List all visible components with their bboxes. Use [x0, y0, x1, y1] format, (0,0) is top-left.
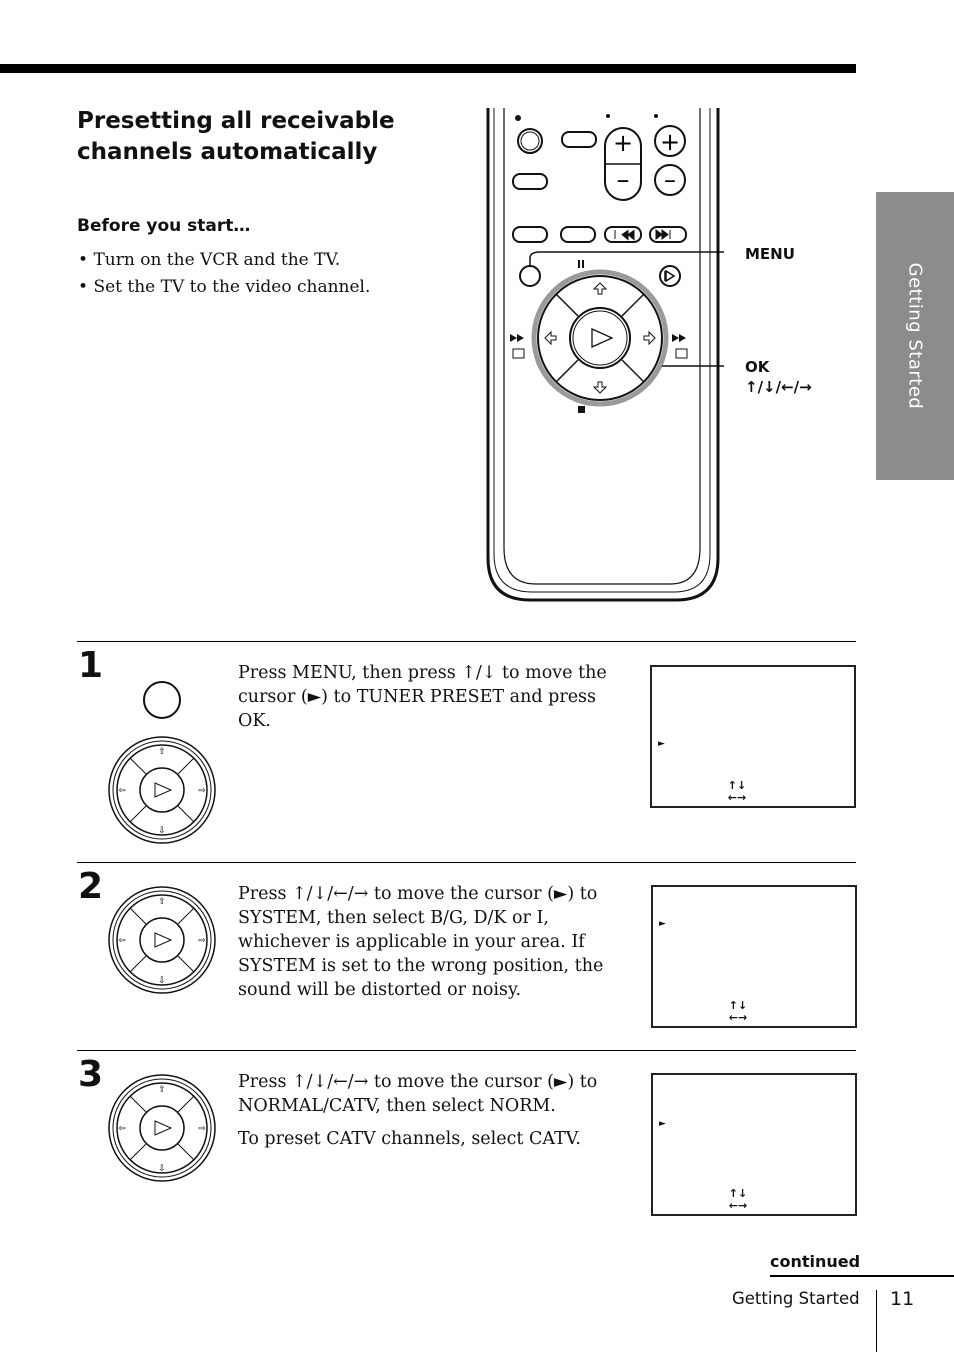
menu-cursor: ► — [659, 1119, 666, 1129]
step-number: 3 — [78, 1054, 104, 1095]
continued-label: continued — [770, 1252, 861, 1271]
step-number: 1 — [78, 645, 104, 686]
ok-callout: OK ↑/↓/←/→ — [745, 357, 812, 397]
step-instruction-text: Press MENU, then press ↑/↓ to move the c… — [238, 663, 607, 731]
svg-text:⇩: ⇩ — [158, 976, 166, 986]
svg-text:⇨: ⇨ — [198, 1124, 206, 1134]
continued-rule — [770, 1275, 954, 1277]
step-divider — [77, 862, 856, 863]
ok-callout-label: OK — [745, 358, 770, 376]
menu-button-illustration — [143, 681, 181, 719]
svg-text:⇦: ⇦ — [118, 1124, 126, 1134]
updown-arrows: ↑↓ — [728, 1187, 748, 1200]
svg-text:⇧: ⇧ — [158, 897, 166, 907]
step-instruction-text: Press ↑/↓/←/→ to move the cursor (►) to … — [238, 1072, 598, 1116]
joystick-illustration: ⇧ ⇩ ⇦ ⇨ — [108, 736, 216, 844]
footer-separator — [876, 1290, 877, 1352]
footer-section-name: Getting Started — [732, 1289, 860, 1308]
step-number: 2 — [78, 866, 104, 907]
step-instruction: Press ↑/↓/←/→ to move the cursor (►) to … — [238, 882, 630, 1011]
svg-text:+: + — [660, 128, 680, 156]
svg-text:–: – — [617, 165, 630, 195]
step-instruction: Press ↑/↓/←/→ to move the cursor (►) to … — [238, 1070, 630, 1160]
remote-control-illustration: + – + – — [486, 108, 724, 602]
navigation-hint: ↑↓ ←→ — [725, 1000, 751, 1024]
menu-cursor: ► — [658, 739, 665, 749]
step-instruction: Press MENU, then press ↑/↓ to move the c… — [238, 661, 630, 742]
ok-callout-arrows: ↑/↓/←/→ — [745, 378, 812, 396]
svg-text:⇧: ⇧ — [158, 747, 166, 757]
leftright-arrows: ←→ — [728, 1011, 748, 1024]
joystick-illustration: ⇧ ⇩ ⇦ ⇨ — [108, 1074, 216, 1182]
svg-text:⇧: ⇧ — [158, 1085, 166, 1095]
updown-arrows: ↑↓ — [727, 779, 747, 792]
svg-text:⇩: ⇩ — [158, 826, 166, 836]
svg-text:–: – — [664, 166, 676, 194]
section-tab: Getting Started — [876, 192, 954, 480]
page-title: Presetting all receivable channels autom… — [77, 108, 395, 165]
section-tab-label: Getting Started — [904, 262, 926, 410]
step-divider — [77, 1050, 856, 1051]
before-you-start-heading: Before you start… — [77, 216, 251, 236]
joystick-illustration: ⇧ ⇩ ⇦ ⇨ — [108, 886, 216, 994]
svg-text:⇩: ⇩ — [158, 1164, 166, 1174]
page-number: 11 — [890, 1288, 915, 1310]
tv-menu-screen: ► ↑↓ ←→ — [651, 885, 857, 1028]
list-item: Set the TV to the video channel. — [78, 274, 370, 301]
leftright-arrows: ←→ — [728, 1199, 748, 1212]
svg-text:⇨: ⇨ — [198, 786, 206, 796]
list-item: Turn on the VCR and the TV. — [78, 247, 370, 274]
svg-text:⇨: ⇨ — [198, 936, 206, 946]
navigation-hint: ↑↓ ←→ — [725, 1188, 751, 1212]
before-you-start-list: Turn on the VCR and the TV. Set the TV t… — [78, 247, 370, 301]
tv-menu-screen: ► ↑↓ ←→ — [651, 1073, 857, 1216]
navigation-hint: ↑↓ ←→ — [724, 780, 750, 804]
menu-callout: MENU — [745, 245, 795, 263]
svg-text:⇦: ⇦ — [118, 936, 126, 946]
svg-text:⇦: ⇦ — [118, 786, 126, 796]
svg-text:+: + — [613, 129, 633, 157]
menu-cursor: ► — [659, 919, 666, 929]
top-rule — [0, 64, 856, 73]
leftright-arrows: ←→ — [727, 791, 747, 804]
step-instruction-note: To preset CATV channels, select CATV. — [238, 1129, 581, 1149]
tv-menu-screen: ► ↑↓ ←→ — [650, 665, 856, 808]
step-divider — [77, 641, 856, 642]
step-instruction-text: Press ↑/↓/←/→ to move the cursor (►) to … — [238, 884, 604, 1000]
updown-arrows: ↑↓ — [728, 999, 748, 1012]
